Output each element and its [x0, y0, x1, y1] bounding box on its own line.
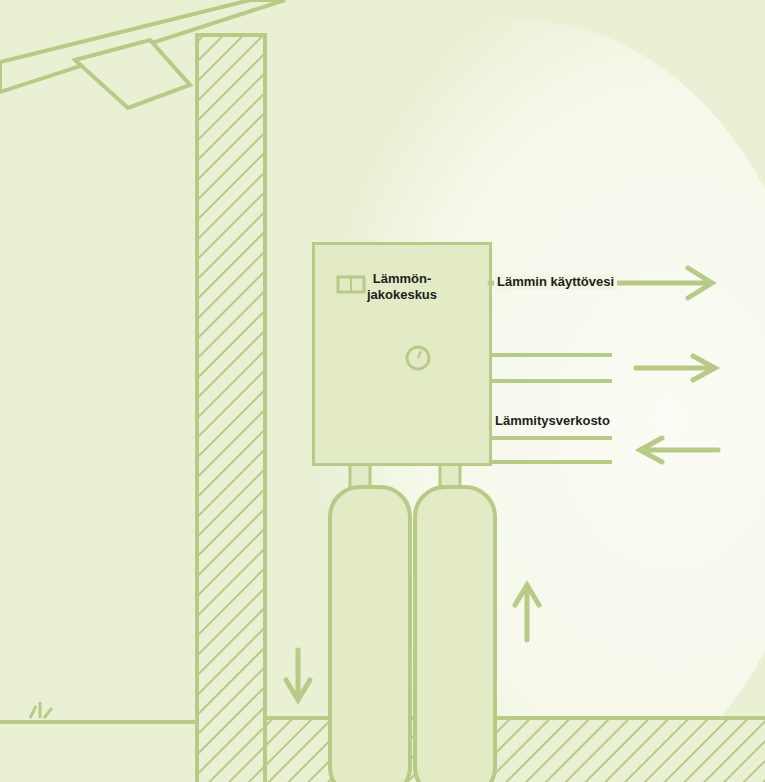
box-fill [314, 244, 490, 464]
display-icon [338, 277, 364, 292]
distribution-centre-box: Lämmön- jakokeskus [312, 242, 492, 466]
box-title: Lämmön- jakokeskus [357, 271, 447, 303]
heating-line [490, 436, 612, 440]
hot-water-label: Lämmin käyttövesi [494, 274, 617, 290]
grass [30, 702, 52, 718]
display-icon [350, 277, 352, 292]
gauge-needle [418, 351, 421, 358]
return-pipe [415, 487, 495, 782]
ground-line [0, 720, 197, 724]
return-arrow [640, 438, 718, 462]
gauge [407, 347, 429, 369]
light-area [220, 20, 765, 782]
heating-line [490, 353, 612, 357]
roof-eave [75, 40, 190, 108]
supply-arrow [636, 356, 715, 380]
wall [197, 35, 265, 782]
supply-pipe [330, 487, 410, 782]
hot-water-arrow [490, 268, 712, 298]
heating-network-label: Lämmitysverkosto [492, 413, 613, 429]
flow-arrow-down [286, 650, 310, 700]
heating-line [490, 460, 612, 464]
flow-arrow-up [515, 585, 539, 640]
heating-line [490, 379, 612, 383]
